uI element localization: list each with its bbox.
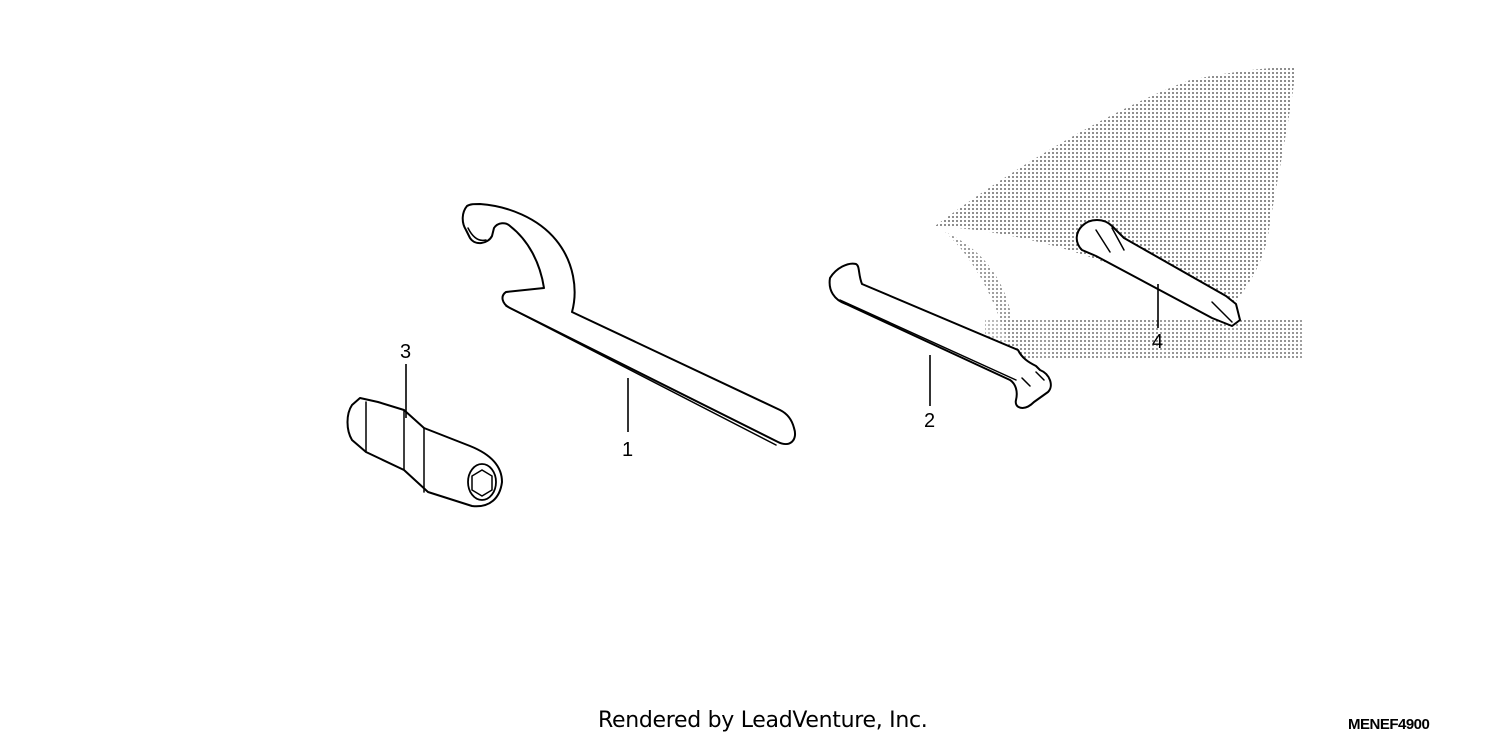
spark-plug-socket-wrench-icon — [346, 397, 503, 508]
screwdriver-bit-icon — [1075, 219, 1241, 327]
honda-wing-logo-icon — [935, 67, 1302, 358]
pin-spanner-wrench-icon — [461, 203, 796, 446]
callout-number: 2 — [924, 410, 935, 432]
diagram-code: MENEF4900 — [1348, 716, 1430, 733]
callout-number: 3 — [400, 341, 411, 363]
callout-number: 1 — [622, 439, 633, 461]
open-end-spoke-wrench-icon — [828, 262, 1052, 409]
callout-number: 4 — [1152, 331, 1163, 353]
render-credit: Rendered by LeadVenture, Inc. — [598, 708, 928, 733]
